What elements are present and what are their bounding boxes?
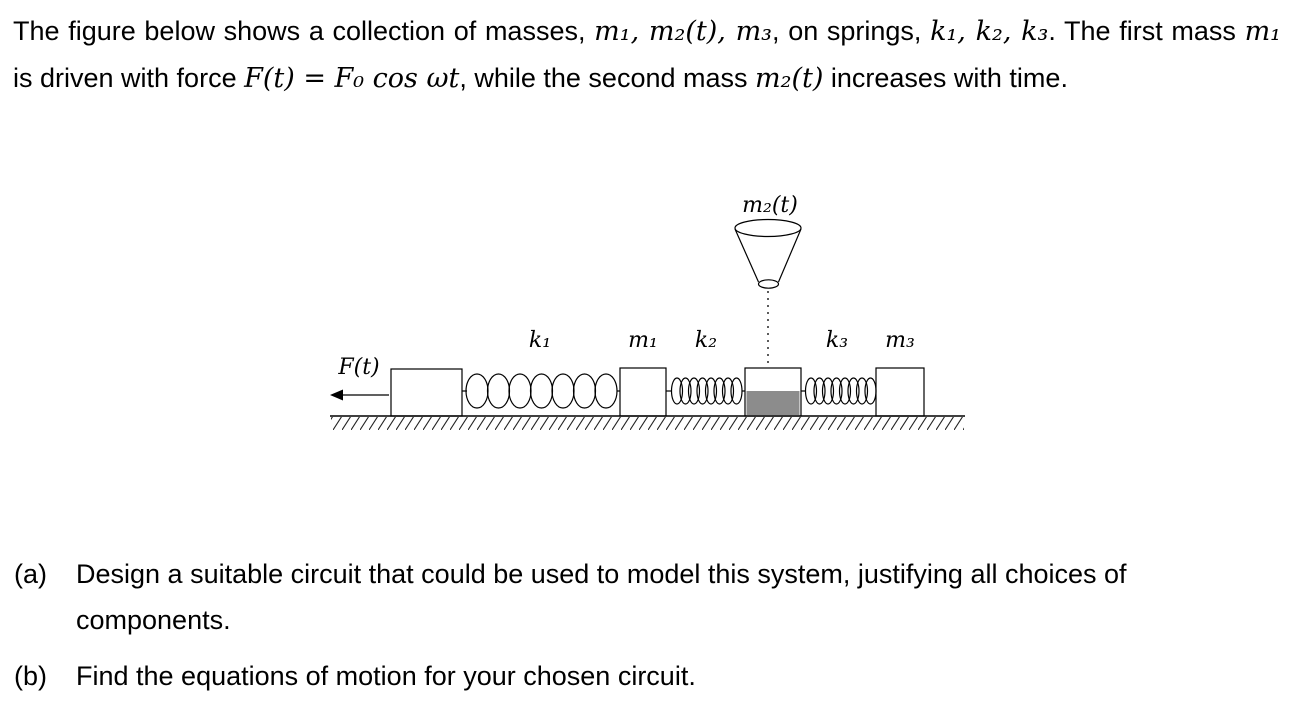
question-a-label: (a) (14, 559, 47, 589)
statement-math-masses: m₁, m₂(t), m₃ (594, 16, 773, 47)
coil-loop (529, 373, 554, 409)
force-arrow-group: F(t) (330, 355, 389, 401)
statement-math-springs: k₁, k₂, k₃ (930, 16, 1049, 47)
spring-k1 (462, 373, 620, 409)
funnel-side-left (734, 228, 760, 283)
coil-loop (855, 377, 869, 405)
coil-loop (713, 377, 726, 405)
coil-loop (847, 377, 860, 405)
problem-statement: The figure below shows a collection of m… (13, 8, 1281, 103)
driven-block (390, 368, 463, 417)
coil-loop (704, 377, 718, 405)
system-figure: m₂(t) k₁ m₁ k₂ k₃ m₃ F(t) (0, 178, 1293, 438)
spring-k2 (666, 377, 745, 405)
coil-loop (687, 377, 701, 405)
question-a-text: Design a suitable circuit that could be … (76, 559, 1127, 635)
coil-loop (572, 373, 597, 409)
label-force: F(t) (337, 355, 379, 380)
label-m1: m₁ (628, 328, 658, 353)
funnel-side-right (777, 228, 802, 283)
coil-loop (594, 373, 618, 409)
label-k2: k₂ (695, 328, 717, 353)
mass-m3-block (875, 367, 925, 417)
coil-loop (838, 377, 852, 405)
question-list: (a) Design a suitable circuit that could… (14, 552, 1286, 710)
coil-loop (465, 373, 489, 409)
statement-math-force: F(t) = F₀ cos ωt (244, 63, 460, 95)
mass-m2-container (744, 367, 802, 417)
coil-loop (551, 373, 575, 409)
coil-loop (813, 377, 826, 405)
statement-text-3: . The first mass (1048, 16, 1245, 46)
coil-loop (679, 377, 692, 405)
coil-loop (830, 377, 843, 405)
coil-loop (508, 373, 532, 409)
coil-loop (670, 377, 684, 405)
question-b-label: (b) (14, 660, 47, 691)
coil-loop (804, 377, 818, 405)
funnel-spout (757, 279, 780, 289)
ground (330, 415, 965, 430)
statement-text-6: increases with time. (823, 63, 1068, 94)
statement-text-5: , while the second mass (459, 63, 756, 94)
statement-text-4: is driven with force (13, 63, 245, 94)
label-k1: k₁ (529, 328, 551, 353)
statement-text-2: , on springs, (772, 16, 931, 46)
question-b-text: Find the equations of motion for your ch… (76, 660, 696, 691)
label-m3: m₃ (885, 328, 915, 353)
label-k3: k₃ (826, 328, 848, 353)
statement-text-1: The figure below shows a collection of m… (13, 16, 595, 46)
question-b: (b) Find the equations of motion for you… (14, 654, 1286, 700)
coil-loop (730, 377, 743, 405)
statement-math-m2t: m₂(t) (755, 63, 824, 95)
coil-loop (821, 377, 835, 405)
spring-k3 (801, 377, 877, 405)
coil-loop (486, 373, 511, 409)
funnel-rim (734, 218, 802, 238)
coil-loop (864, 377, 877, 405)
label-m2-top: m₂(t) (742, 193, 798, 218)
question-a: (a) Design a suitable circuit that could… (14, 552, 1286, 644)
force-arrow-head (330, 389, 343, 401)
funnel: m₂(t) (734, 193, 802, 366)
figure-canvas: m₂(t) k₁ m₁ k₂ k₃ m₃ F(t) (330, 193, 965, 430)
mass-m2-fill-level (746, 391, 800, 415)
coil-loop (721, 377, 735, 405)
ground-hatching (331, 417, 964, 430)
coil-loop (696, 377, 709, 405)
mass-m1-block (619, 367, 667, 417)
statement-math-m1: m₁ (1244, 16, 1282, 47)
